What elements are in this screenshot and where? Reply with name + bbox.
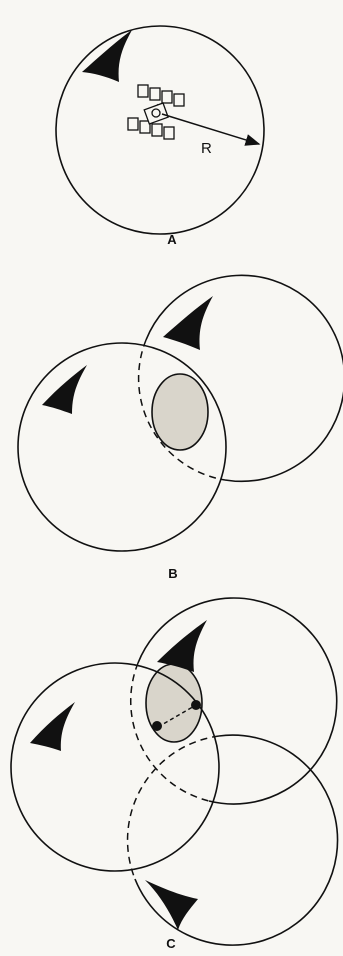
- shark-fin-icon: [30, 702, 75, 751]
- radius-label: R: [201, 140, 212, 157]
- position-fix-point: [191, 700, 201, 710]
- panel-b: B: [18, 275, 343, 581]
- panel-c-label: C: [166, 936, 176, 951]
- coverage-circle-c-bottom: [135, 735, 338, 945]
- panel-a-label: A: [167, 232, 177, 247]
- shark-fin-icon: [82, 30, 132, 82]
- panel-c: C: [11, 598, 338, 951]
- position-fix-point: [152, 721, 162, 731]
- coverage-circle-b-left: [18, 343, 226, 551]
- coverage-circle-c-bottom-dashed: [128, 736, 219, 879]
- overlap-region-b: [152, 374, 208, 450]
- satellite-icon: [128, 85, 184, 139]
- shark-fin-icon: [157, 620, 207, 672]
- shark-fin-icon: [145, 880, 198, 930]
- panel-b-label: B: [168, 566, 177, 581]
- panel-a: R A: [56, 26, 264, 247]
